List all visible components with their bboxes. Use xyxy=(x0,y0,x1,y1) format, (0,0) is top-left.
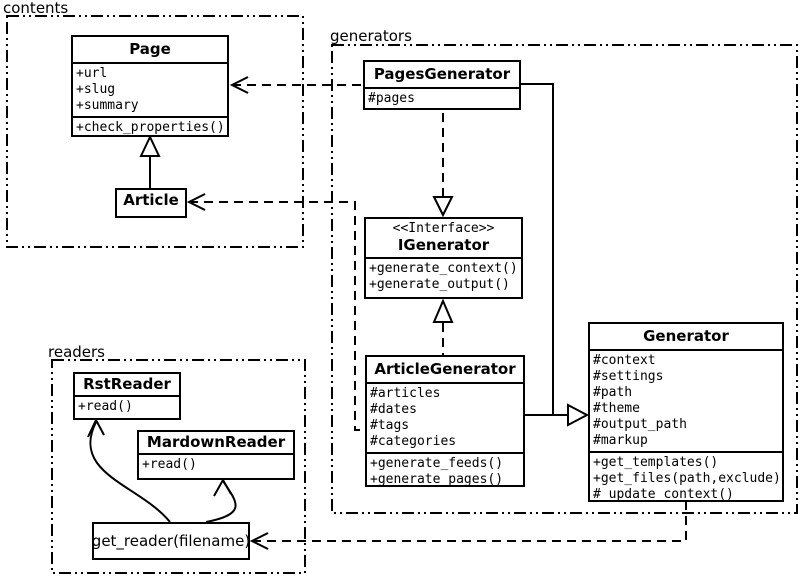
class-igenerator-stereotype: <<Interface>> xyxy=(392,221,495,236)
package-readers-label: readers xyxy=(48,343,105,361)
generalization-pagesgenerator-to-generator-line xyxy=(521,83,568,416)
method: +get_templates() xyxy=(593,455,719,470)
class-rstreader-title: RstReader xyxy=(75,374,179,397)
class-articlegenerator: ArticleGenerator #articles #dates #tags … xyxy=(365,355,525,487)
class-generator-methods: +get_templates() +get_files(path,exclude… xyxy=(590,453,782,505)
class-articlegenerator-title: ArticleGenerator xyxy=(367,357,523,384)
dependency-articlegenerator-to-article-arrowhead xyxy=(186,193,206,211)
class-page: Page +url +slug +summary +check_properti… xyxy=(71,35,229,137)
attribute: #markup xyxy=(593,433,648,448)
attribute: #settings xyxy=(593,369,664,384)
class-igenerator-name: IGenerator xyxy=(397,236,490,254)
class-generator: Generator #context #settings #path #them… xyxy=(588,322,784,502)
method: +read() xyxy=(142,457,197,472)
method: +generate_context() xyxy=(369,261,518,276)
attribute: #dates xyxy=(370,402,417,417)
attribute: +url xyxy=(76,66,108,81)
class-generator-attributes: #context #settings #path #theme #output_… xyxy=(590,351,782,453)
class-articlegenerator-attributes: #articles #dates #tags #categories xyxy=(367,384,523,454)
class-igenerator-title: <<Interface>> IGenerator xyxy=(366,219,521,259)
class-mardownreader: MardownReader +read() xyxy=(137,430,295,480)
attribute: #output_path xyxy=(593,417,687,432)
class-generator-title: Generator xyxy=(590,324,782,351)
attribute: #pages xyxy=(368,91,415,106)
class-articlegenerator-methods: +generate_feeds() +generate_pages() xyxy=(367,454,523,490)
realization-pagesgenerator-to-igenerator-triangle xyxy=(432,196,454,218)
attribute: #categories xyxy=(370,434,457,449)
arrow-getreader-to-rstreader-arrowhead xyxy=(87,417,105,438)
method: +generate_output() xyxy=(369,277,510,292)
package-generators-border xyxy=(331,44,798,514)
class-pagesgenerator-title: PagesGenerator xyxy=(365,62,519,89)
class-pagesgenerator-attributes: #pages xyxy=(365,89,519,109)
package-generators-label: generators xyxy=(330,27,412,45)
class-page-attributes: +url +slug +summary xyxy=(73,64,227,118)
arrow-getreader-to-mardownreader-arrowhead xyxy=(213,477,232,497)
attribute: #context xyxy=(593,353,656,368)
attribute: +summary xyxy=(76,98,139,113)
class-mardownreader-title: MardownReader xyxy=(139,432,293,455)
attribute: #path xyxy=(593,385,633,400)
arrow-getreader-to-rstreader-curve xyxy=(89,421,171,523)
class-article-title: Article xyxy=(123,191,179,209)
dependency-articlegenerator-to-article-line xyxy=(189,201,365,431)
method: #_update_context() xyxy=(593,487,734,502)
method: +generate_feeds() xyxy=(370,456,504,471)
function-get-reader: get_reader(filename) xyxy=(92,522,250,560)
class-rstreader-methods: +read() xyxy=(75,397,179,417)
class-rstreader: RstReader +read() xyxy=(73,372,181,420)
class-pagesgenerator: PagesGenerator #pages xyxy=(363,60,521,110)
package-readers-border xyxy=(51,359,306,574)
dependency-generator-to-getreader-arrowhead xyxy=(249,532,269,550)
generalization-article-to-page-triangle xyxy=(139,134,161,157)
class-page-title: Page xyxy=(73,37,227,64)
arrow-getreader-to-mardownreader-curve xyxy=(205,480,237,523)
attribute: #theme xyxy=(593,401,640,416)
package-contents-label: contents xyxy=(3,0,69,17)
package-contents-border xyxy=(6,15,304,248)
attribute: #articles xyxy=(370,386,441,401)
class-mardownreader-methods: +read() xyxy=(139,455,293,475)
attribute: #tags xyxy=(370,418,410,433)
attribute: +slug xyxy=(76,82,116,97)
dependency-generator-to-getreader-line xyxy=(252,501,687,542)
method: +check_properties() xyxy=(76,120,225,135)
class-article: Article xyxy=(115,188,187,218)
class-page-methods: +check_properties() xyxy=(73,118,227,138)
class-igenerator: <<Interface>> IGenerator +generate_conte… xyxy=(364,217,523,299)
generalization-to-generator-triangle xyxy=(567,403,590,427)
method: +get_files(path,exclude) xyxy=(593,471,781,486)
method: +generate_pages() xyxy=(370,472,504,487)
method: +read() xyxy=(78,399,133,414)
function-get-reader-label: get_reader(filename) xyxy=(91,532,251,550)
class-igenerator-methods: +generate_context() +generate_output() xyxy=(366,259,521,295)
realization-articlegenerator-to-igenerator-triangle xyxy=(432,298,454,323)
dependency-pagesgenerator-to-page-arrowhead xyxy=(229,76,249,94)
